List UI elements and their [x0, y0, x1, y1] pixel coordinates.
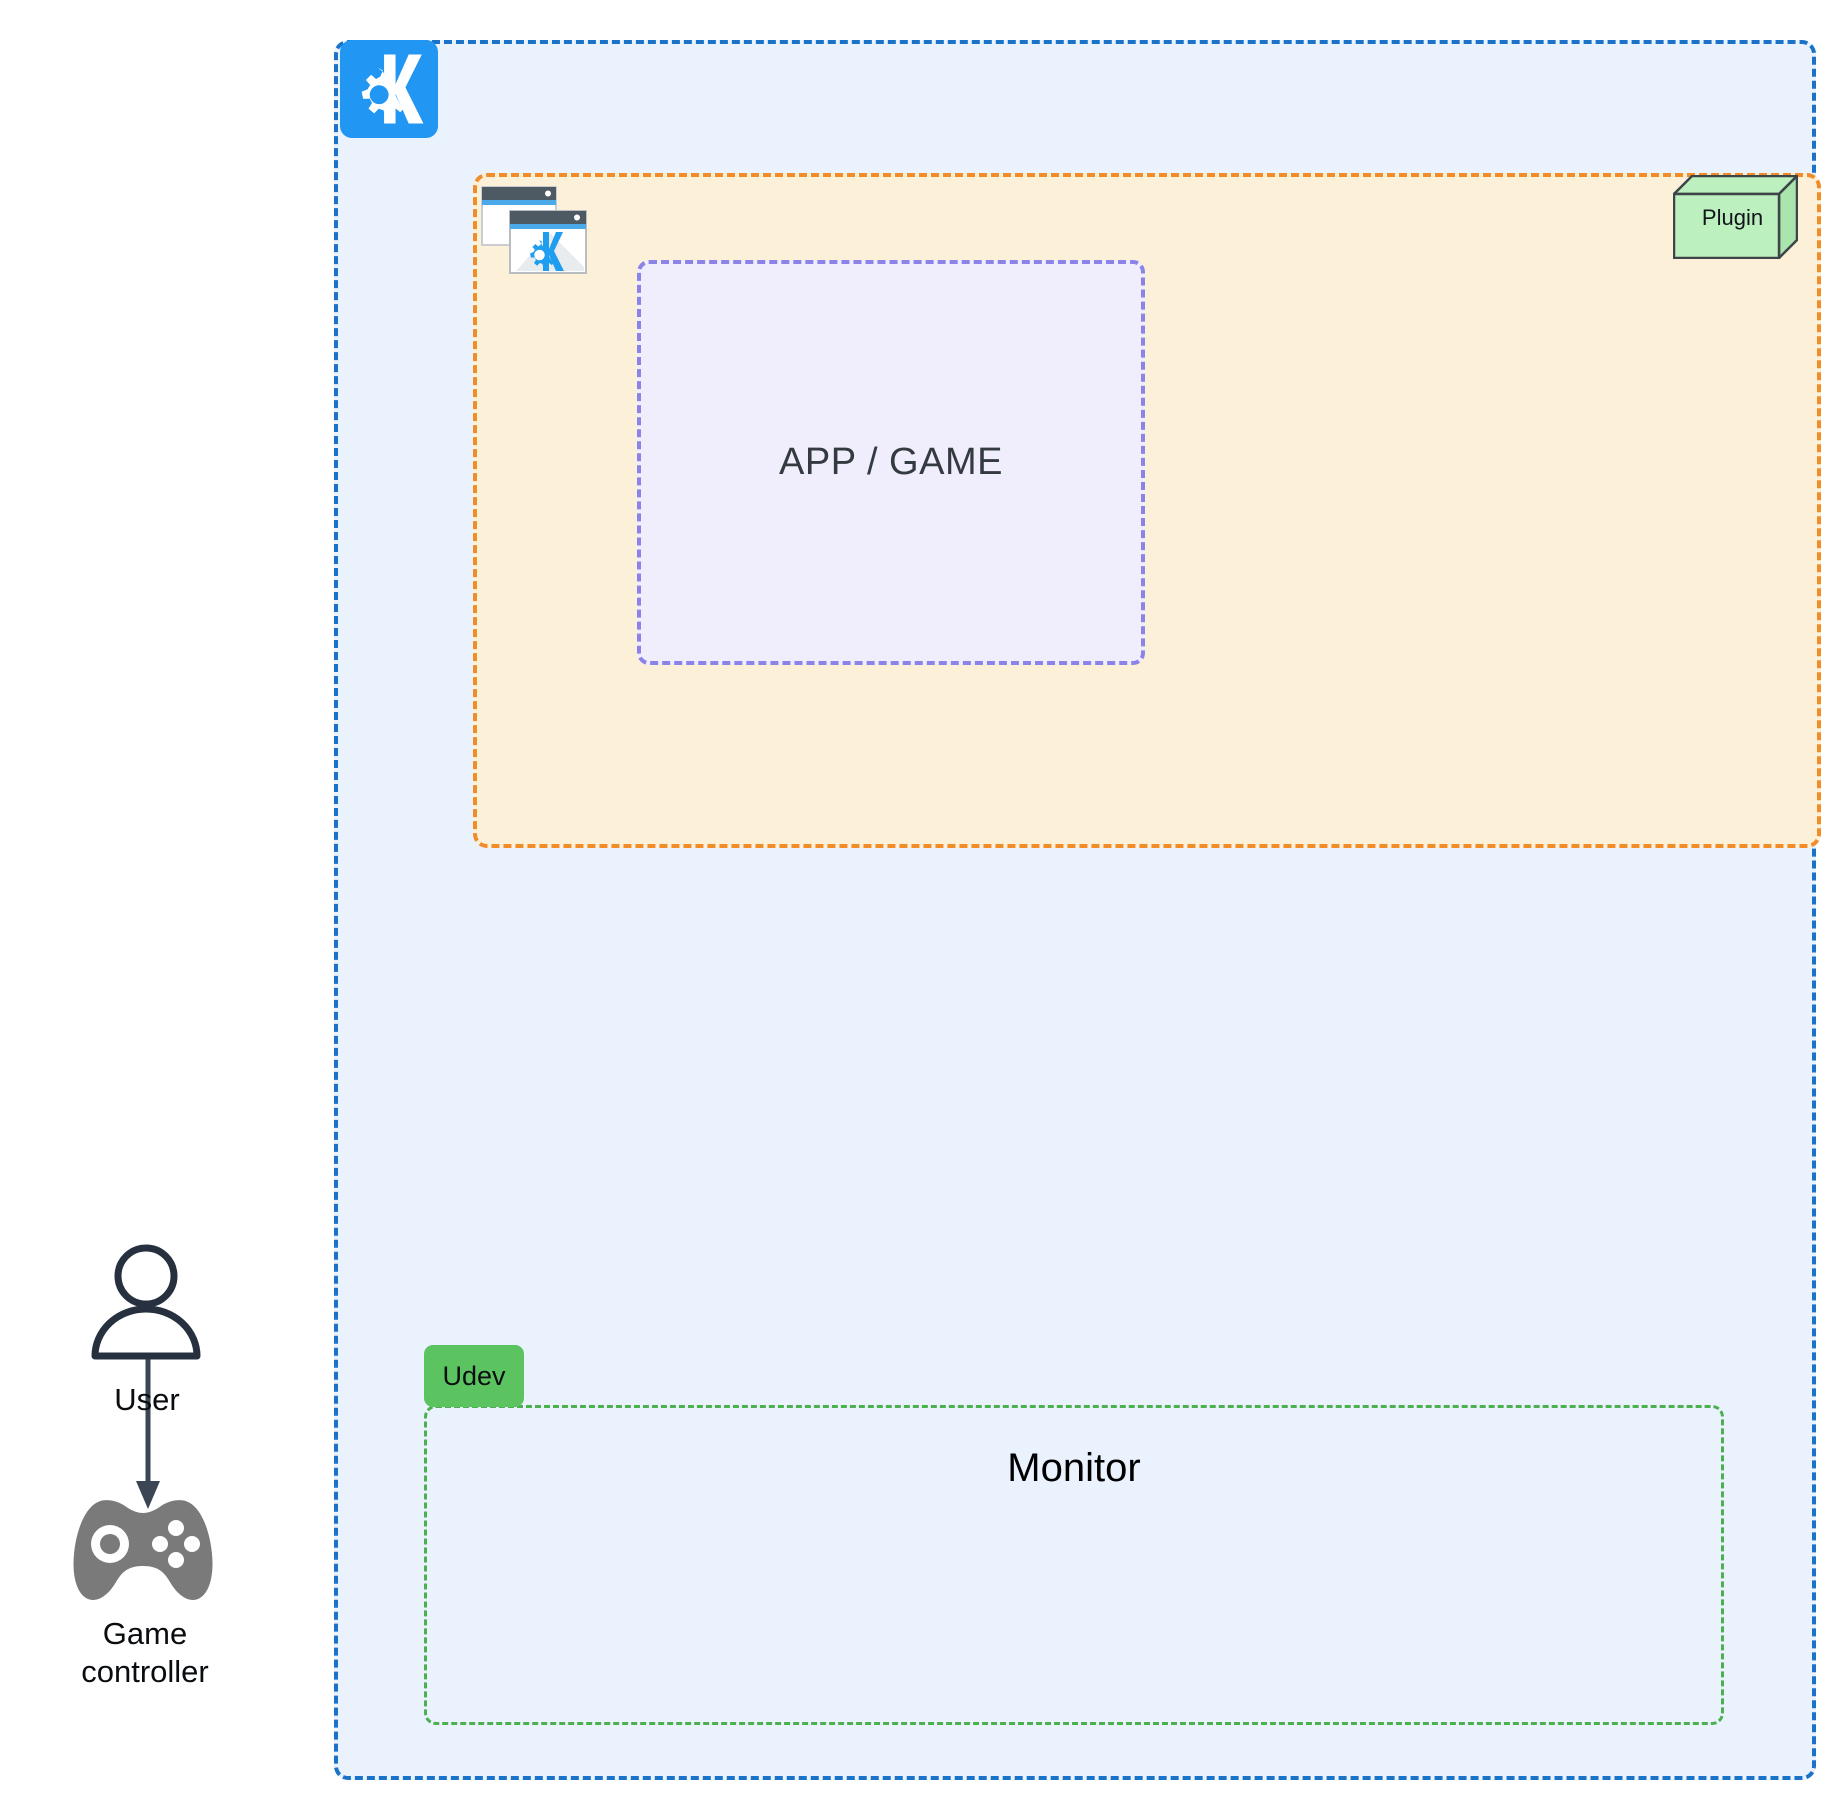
app-game-label: APP / GAME: [779, 441, 1003, 483]
plugin-node-shape-icon: [1673, 175, 1798, 259]
game-controller-label: Game controller: [20, 1615, 270, 1691]
user-actor-icon: [88, 1242, 204, 1360]
user-label: User: [114, 1382, 180, 1417]
controller-label-line2: controller: [81, 1653, 209, 1689]
kde-plasma-logo-icon: [340, 40, 438, 138]
udev-label: Udev: [442, 1360, 506, 1391]
app-game-box: APP / GAME: [637, 260, 1145, 665]
game-controller-icon: [68, 1492, 218, 1604]
monitor-label: Monitor: [1007, 1446, 1141, 1490]
down-arrow-icon: [118, 1355, 178, 1515]
monitor-box: Monitor: [424, 1405, 1724, 1725]
udev-badge: Udev: [424, 1345, 524, 1407]
controller-label-line1: Game: [102, 1616, 188, 1651]
application-windows-icon: [480, 185, 592, 285]
